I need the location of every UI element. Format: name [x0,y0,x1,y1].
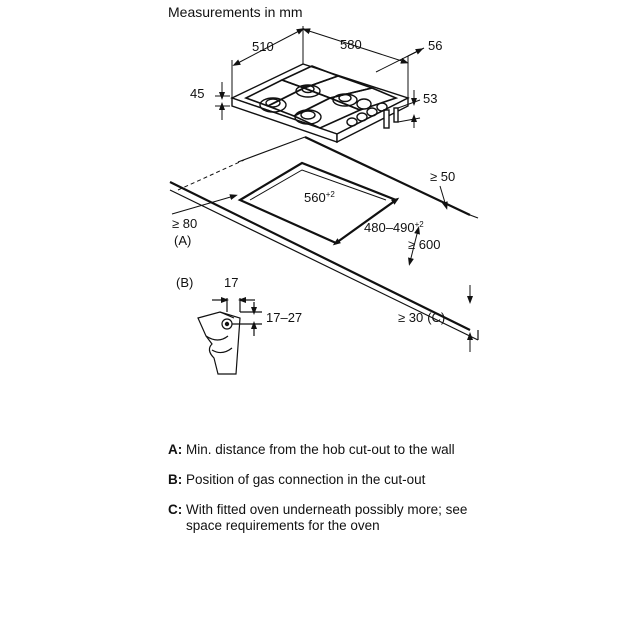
note-text: With fitted oven underneath possibly mor… [186,502,468,533]
knob-icon [346,117,358,127]
dim-510-label: 510 [252,39,274,54]
note-text: Position of gas connection in the cut-ou… [186,472,426,487]
note-b: B: Position of gas connection in the cut… [168,472,488,488]
note-key: A: [168,442,183,457]
dim-17-27-label: 17–27 [266,310,302,325]
diagram-title: Measurements in mm [168,4,303,20]
hob-dimension-diagram: 510 580 56 45 53 ≥ 50 560+2 480–490+2 ≥ … [169,26,479,375]
knob-icon [376,102,388,112]
dim-56-label: 56 [428,38,442,53]
knob-icon [356,112,368,122]
label-a: (A) [174,233,191,248]
cutout-560-label: 560+2 [304,190,335,205]
note-key: C: [168,502,183,517]
note-a: A: Min. distance from the hob cut-out to… [168,442,488,458]
min-600-label: ≥ 600 [408,237,440,252]
gas-connection-detail [197,297,262,375]
dim-580-label: 580 [340,37,362,52]
note-c: C: With fitted oven underneath possibly … [168,502,488,534]
knob-icon [366,107,378,117]
label-b: (B) [176,275,193,290]
burner-icon [259,97,287,113]
hob-drawing [230,63,410,144]
dim-45-label: 45 [190,86,204,101]
note-text: Min. distance from the hob cut-out to th… [186,442,455,457]
min-50-label: ≥ 50 [430,169,455,184]
min-30-label: ≥ 30(C) [398,310,445,325]
dim-17-label: 17 [224,275,238,290]
cutout-480-490-label: 480–490+2 [364,220,424,235]
dim-53-label: 53 [423,91,437,106]
min-80-label: ≥ 80 [172,216,197,231]
notes-list: A: Min. distance from the hob cut-out to… [168,442,488,548]
note-key: B: [168,472,183,487]
